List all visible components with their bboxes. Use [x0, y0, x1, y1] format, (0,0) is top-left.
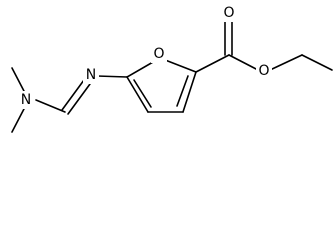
atom-n-imine-label: N: [86, 67, 96, 83]
bond-furan-c3-c2-inner: [176, 75, 189, 107]
chemical-structure: O O O N N: [11, 4, 333, 133]
atom-n-imine: N: [83, 66, 99, 84]
bond-furan-c3-c2: [182, 71, 197, 113]
atom-o-furan-label: O: [153, 46, 164, 62]
bond-ch-amine-n: [35, 99, 66, 113]
atom-n-amine: N: [18, 91, 34, 109]
bond-ester-o-ch2: [269, 54, 303, 71]
atom-o-ester-label: O: [258, 63, 269, 79]
atom-o-carbonyl: O: [221, 4, 237, 22]
bond-carbonyl-ester-o: [228, 54, 259, 71]
bond-imine-double-a: [61, 79, 85, 111]
bond-furan-c5-c4: [126, 76, 149, 113]
atom-o-ester: O: [256, 61, 272, 79]
atom-o-carbonyl-label: O: [223, 5, 234, 21]
bond-amine-methyl-lower: [11, 106, 26, 133]
bond-imine-double-b: [67, 83, 91, 115]
atom-o-furan: O: [151, 45, 167, 63]
bond-furan-c5-c4-inner: [133, 79, 152, 108]
bonds: [11, 19, 333, 133]
atoms: O O O N N: [18, 4, 272, 109]
bond-amine-methyl-upper: [11, 67, 26, 94]
atom-n-amine-label: N: [21, 92, 31, 108]
bond-c5-imine-n: [96, 75, 128, 78]
bond-carbonyl-furan-c2: [195, 54, 230, 73]
structure-canvas: O O O N N: [11, 4, 333, 133]
bond-ch2-ch3: [301, 54, 333, 71]
